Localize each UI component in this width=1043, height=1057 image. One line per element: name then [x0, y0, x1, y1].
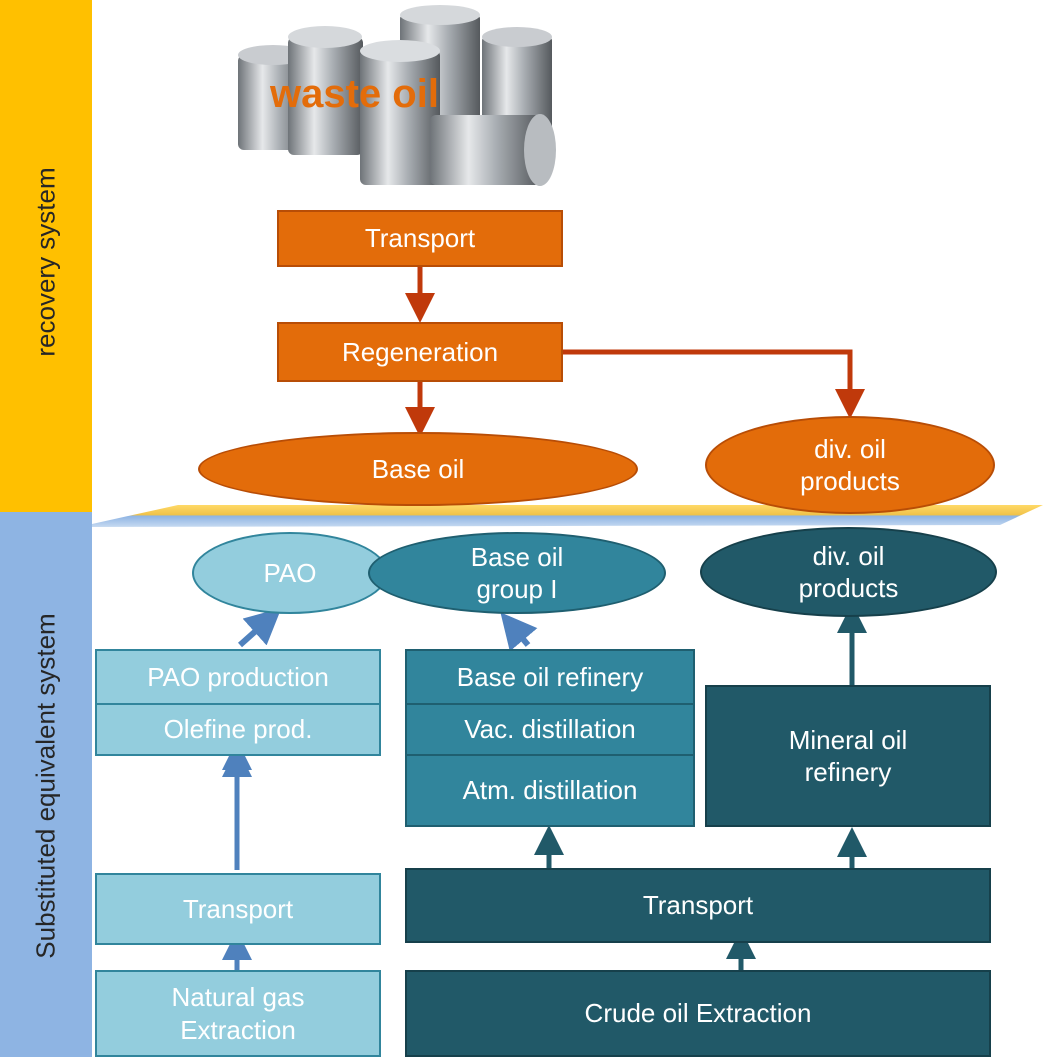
oil-barrel-icon: [230, 5, 580, 195]
pao-ellipse: PAO: [192, 532, 388, 614]
recovery-div-oil-line1: div. oil: [814, 433, 886, 464]
base-oil-group-line1: Base oil: [470, 541, 564, 572]
crude-oil-extraction-box: Crude oil Extraction: [405, 970, 991, 1057]
substituted-system-band: [0, 512, 92, 1057]
natural-gas-extraction-line1: Natural gas: [171, 982, 305, 1012]
olefine-prod-box: Olefine prod.: [95, 703, 381, 756]
substituted-transport-left-label: Transport: [182, 893, 294, 924]
olefine-prod-label: Olefine prod.: [163, 714, 313, 745]
arrow-regeneration-to-div-products: [560, 349, 865, 419]
waste-oil-label: waste oil: [270, 72, 439, 116]
recovery-div-oil-products-ellipse: div. oil products: [705, 416, 995, 514]
mineral-oil-refinery-line2: refinery: [804, 757, 892, 787]
arrow-refinery-to-base-oil-group: [500, 612, 538, 652]
atm-distillation-label: Atm. distillation: [462, 775, 638, 806]
pao-label: PAO: [263, 557, 317, 588]
recovery-div-oil-line2: products: [800, 466, 900, 496]
arrow-pao-production-to-pao: [238, 608, 282, 648]
base-oil-refinery-box: Base oil refinery: [405, 649, 695, 705]
substituted-div-oil-line1: div. oil: [812, 540, 885, 571]
recovery-system-band: [0, 0, 92, 512]
mineral-oil-refinery-line1: Mineral oil: [788, 724, 908, 755]
substituted-transport-right-box: Transport: [405, 868, 991, 943]
pao-production-box: PAO production: [95, 649, 381, 705]
atm-distillation-box: Atm. distillation: [405, 754, 695, 827]
regeneration-label: Regeneration: [341, 336, 499, 367]
substituted-transport-right-label: Transport: [642, 890, 754, 921]
substituted-div-oil-line2: products: [798, 573, 899, 603]
vac-distillation-box: Vac. distillation: [405, 703, 695, 756]
natural-gas-extraction-box: Natural gas Extraction: [95, 970, 381, 1057]
base-oil-refinery-label: Base oil refinery: [456, 661, 644, 692]
vac-distillation-label: Vac. distillation: [464, 714, 636, 745]
substituted-transport-left-box: Transport: [95, 873, 381, 945]
pao-production-label: PAO production: [147, 661, 329, 692]
base-oil-group-line2: group I: [476, 574, 558, 604]
base-oil-label: Base oil: [371, 453, 465, 484]
base-oil-ellipse: Base oil: [198, 432, 638, 506]
crude-oil-extraction-label: Crude oil Extraction: [584, 998, 812, 1029]
substituted-div-oil-products-ellipse: div. oil products: [700, 527, 997, 617]
regeneration-box: Regeneration: [277, 322, 563, 382]
natural-gas-extraction-line2: Extraction: [180, 1014, 296, 1045]
mineral-oil-refinery-box: Mineral oil refinery: [705, 685, 991, 827]
base-oil-group-ellipse: Base oil group I: [368, 532, 666, 614]
recovery-transport-label: Transport: [364, 223, 476, 254]
recovery-transport-box: Transport: [277, 210, 563, 267]
